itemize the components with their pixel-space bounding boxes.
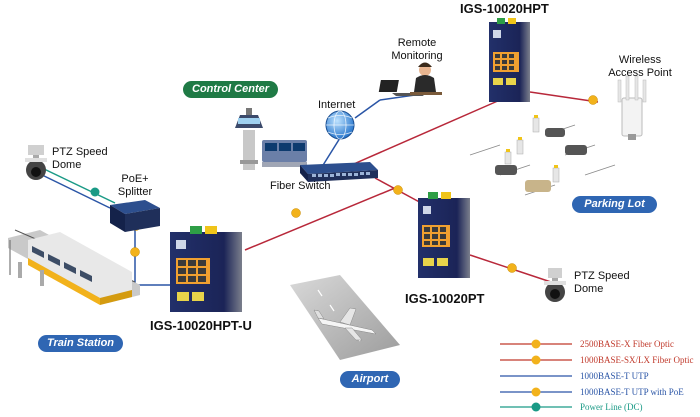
ptz-dome-right-icon — [544, 268, 566, 302]
fiber-switch-icon — [300, 162, 378, 182]
igs-10020hpt-title: IGS-10020HPT — [460, 1, 549, 16]
legend-item-1000base-t: 1000BASE-T UTP — [580, 371, 649, 381]
fiber-switch-label: Fiber Switch — [270, 180, 331, 192]
internet-label: Internet — [318, 99, 356, 111]
ptz-dome-right-label: PTZ Speed Dome — [574, 270, 630, 296]
remote-monitoring-label-line2: Monitoring — [391, 50, 443, 62]
igs-10020hpt-u-device — [170, 226, 242, 312]
wireless-ap-label-line2: Access Point — [608, 67, 672, 79]
igs-10020pt-title: IGS-10020PT — [405, 291, 485, 306]
remote-monitoring-icon — [378, 62, 442, 96]
poe-splitter-label-line1: PoE+ — [121, 173, 149, 185]
fiber-link-network — [244, 91, 599, 286]
control-center-badge: Control Center — [183, 81, 278, 98]
ptz-dome-left-icon — [25, 145, 47, 180]
legend-symbols — [500, 339, 572, 412]
legend-item-1000base-t-poe: 1000BASE-T UTP with PoE — [580, 387, 684, 397]
igs-10020hpt-u-title: IGS-10020HPT-U — [150, 318, 252, 333]
control-tower-icon — [235, 108, 263, 170]
airport-icon — [290, 275, 400, 360]
ptz-dome-left-label: PTZ Speed Dome — [52, 146, 108, 172]
poe-splitter-label-line2: Splitter — [117, 186, 153, 198]
train-station-badge: Train Station — [38, 335, 123, 352]
parking-lot-icon — [469, 115, 616, 196]
internet-globe-icon — [325, 110, 355, 140]
legend-item-power-line: Power Line (DC) — [580, 402, 643, 412]
remote-monitoring-label-line1: Remote — [397, 37, 437, 49]
parking-lot-badge: Parking Lot — [572, 196, 657, 213]
igs-10020hpt-device — [489, 18, 530, 102]
ptz-dome-left-label-line2: Dome — [52, 159, 82, 171]
ptz-dome-right-label-line1: PTZ Speed — [574, 270, 630, 282]
poe-splitter-device — [110, 200, 160, 232]
airport-badge: Airport — [340, 371, 400, 388]
igs-10020pt-device — [418, 192, 470, 278]
wireless-ap-icon — [617, 75, 647, 140]
remote-monitoring-label: Remote Monitoring — [372, 37, 462, 63]
dc-badge — [90, 187, 100, 197]
legend-item-1000base-sx-lx: 1000BASE-SX/LX Fiber Optic — [580, 355, 694, 365]
wireless-ap-label: Wireless Access Point — [590, 54, 690, 80]
poe-splitter-label: PoE+ Splitter — [112, 173, 158, 199]
train-icon — [8, 229, 140, 305]
control-room-icon — [262, 140, 307, 167]
ptz-dome-left-label-line1: PTZ Speed — [52, 146, 108, 158]
dc-power-line — [41, 167, 116, 204]
legend-item-2500base-x: 2500BASE-X Fiber Optic — [580, 339, 674, 349]
wireless-ap-label-line1: Wireless — [618, 54, 662, 66]
ptz-dome-right-label-line2: Dome — [574, 283, 604, 295]
